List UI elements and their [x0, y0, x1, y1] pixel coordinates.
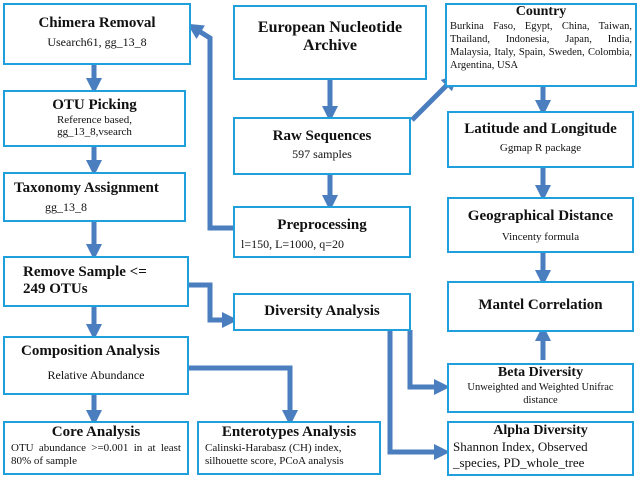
enterotypes-analysis-sub: Calinski-Harabasz (CH) index, silhouette… — [205, 442, 344, 468]
taxonomy-assignment-box: Taxonomy Assignment gg_13_8 — [3, 172, 186, 222]
raw-sequences-sub: 597 samples — [292, 147, 352, 162]
chimera-removal-sub: Usearch61, gg_13_8 — [47, 35, 147, 50]
arrow-comp-to-entero — [187, 365, 299, 427]
country-sub: Burkina Faso, Egypt, China, Taiwan, Thai… — [450, 20, 632, 72]
country-title: Country — [515, 4, 567, 19]
mantel-title: Mantel Correlation — [478, 297, 603, 313]
geo-distance-title: Geographical Distance — [467, 208, 614, 224]
otu-picking-title: OTU Picking — [52, 97, 137, 113]
chimera-removal-box: Chimera Removal Usearch61, gg_13_8 — [3, 3, 191, 65]
remove-sample-title: Remove Sample <= 249 OTUs — [23, 264, 147, 298]
remove-sample-box: Remove Sample <= 249 OTUs — [3, 256, 189, 307]
alpha-diversity-box: Alpha Diversity Shannon Index, Observed … — [447, 421, 634, 476]
preprocessing-box: Preprocessing l=150, L=1000, q=20 — [233, 206, 411, 258]
country-box: Country Burkina Faso, Egypt, China, Taiw… — [445, 3, 637, 87]
lat-lon-title: Latitude and Longitude — [464, 121, 617, 137]
enterotypes-analysis-title: Enterotypes Analysis — [221, 424, 357, 440]
ena-box: European Nucleotide Archive — [233, 5, 427, 80]
alpha-diversity-sub: Shannon Index, Observed _species, PD_who… — [453, 439, 588, 470]
chimera-removal-title: Chimera Removal — [38, 15, 156, 31]
arrow-remove-to-div — [188, 282, 239, 329]
raw-sequences-title: Raw Sequences — [272, 128, 372, 144]
lat-lon-sub: Ggmap R package — [499, 142, 582, 155]
enterotypes-analysis-box: Enterotypes Analysis Calinski-Harabasz (… — [197, 421, 381, 475]
geo-distance-box: Geographical Distance Vincenty formula — [447, 197, 634, 253]
mantel-box: Mantel Correlation — [447, 281, 634, 332]
beta-diversity-sub: Unweighted and Weighted Unifrac distance — [467, 382, 614, 407]
core-analysis-sub: OTU abundance >=0.001 in at least 80% of… — [11, 442, 181, 468]
diversity-analysis-box: Diversity Analysis — [233, 293, 411, 331]
diversity-analysis-title: Diversity Analysis — [264, 303, 380, 319]
otu-picking-box: OTU Picking Reference based, gg_13_8,vse… — [3, 90, 186, 147]
beta-diversity-box: Beta Diversity Unweighted and Weighted U… — [447, 363, 634, 413]
taxonomy-assignment-title: Taxonomy Assignment — [14, 180, 159, 196]
raw-sequences-box: Raw Sequences 597 samples — [233, 117, 411, 175]
otu-picking-sub: Reference based, gg_13_8,vsearch — [56, 114, 133, 139]
geo-distance-sub: Vincenty formula — [501, 231, 580, 244]
composition-analysis-sub: Relative Abundance — [47, 368, 145, 383]
lat-lon-box: Latitude and Longitude Ggmap R package — [447, 111, 634, 168]
core-analysis-title: Core Analysis — [51, 424, 141, 440]
beta-diversity-title: Beta Diversity — [497, 365, 584, 380]
arrow-pre-to-chimera — [187, 23, 233, 231]
preprocessing-title: Preprocessing — [277, 217, 367, 233]
taxonomy-assignment-sub: gg_13_8 — [45, 200, 87, 215]
composition-analysis-box: Composition Analysis Relative Abundance — [3, 336, 189, 395]
arrow-div-to-alpha — [387, 330, 451, 461]
alpha-diversity-title: Alpha Diversity — [493, 423, 588, 438]
composition-analysis-title: Composition Analysis — [21, 343, 160, 359]
arrow-div-to-beta — [407, 330, 451, 396]
preprocessing-sub: l=150, L=1000, q=20 — [241, 237, 344, 252]
core-analysis-box: Core Analysis OTU abundance >=0.001 in a… — [3, 421, 189, 475]
ena-title: European Nucleotide Archive — [257, 19, 403, 55]
